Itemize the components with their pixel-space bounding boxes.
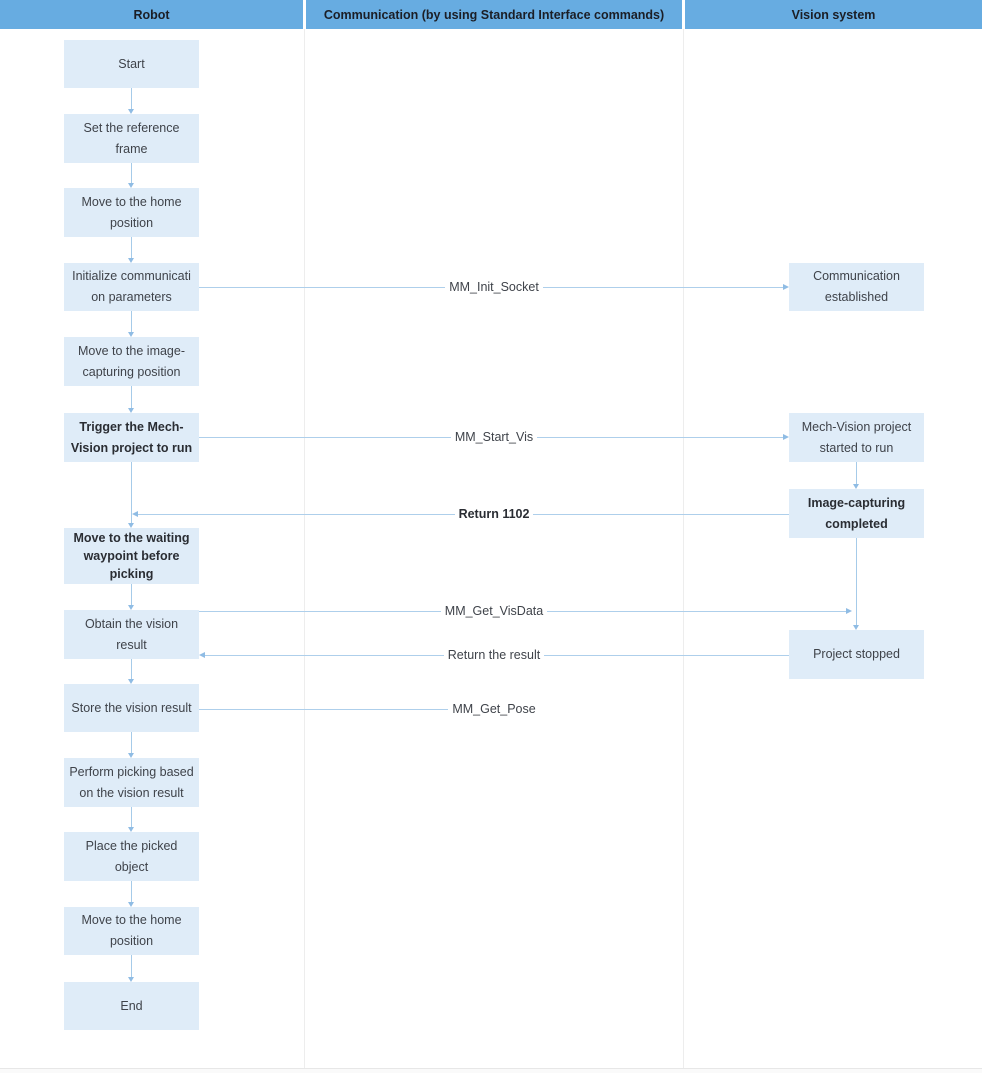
connector-line (131, 163, 132, 183)
connector-line (856, 462, 857, 484)
column-header-communication: Communication (by using Standard Interfa… (306, 0, 682, 29)
message-label-mm-get-pose: MM_Get_Pose (306, 699, 682, 719)
message-label-return-1102: Return 1102 (306, 504, 682, 524)
flow-node-trigger-mech-vision: Trigger the Mech- Vision project to run (64, 413, 199, 462)
arrowhead-right-icon (846, 607, 852, 614)
connector-line (131, 732, 132, 753)
arrowhead-down-icon (128, 332, 134, 337)
flow-node-place-object: Place the picked object (64, 832, 199, 881)
arrowhead-down-icon (128, 258, 134, 263)
flow-node-waiting-waypoint: Move to the waiting waypoint before pick… (64, 528, 199, 584)
flow-node-store-vision-result: Store the vision result (64, 684, 199, 732)
message-label-mm-get-visdata: MM_Get_VisData (306, 601, 682, 621)
message-label-return-the-result: Return the result (306, 645, 682, 665)
connector-line (131, 807, 132, 827)
arrowhead-down-icon (128, 753, 134, 758)
connector-line (856, 538, 857, 625)
lane-divider (304, 29, 305, 1068)
diagram-bottom-margin (0, 1069, 982, 1073)
arrowhead-down-icon (128, 977, 134, 982)
connector-line (131, 955, 132, 977)
arrowhead-down-icon (128, 523, 134, 528)
arrowhead-right-icon (783, 433, 789, 440)
arrowhead-down-icon (128, 408, 134, 413)
connector-line (131, 311, 132, 332)
arrowhead-left-icon (199, 651, 205, 658)
message-text: MM_Get_Pose (448, 699, 540, 719)
message-label-mm-start-vis: MM_Start_Vis (306, 427, 682, 447)
connector-line (131, 386, 132, 408)
diagram-bottom-border (0, 1068, 982, 1069)
connector-line (131, 881, 132, 902)
message-text: Return the result (443, 645, 545, 665)
message-text: MM_Start_Vis (450, 427, 538, 447)
arrowhead-right-icon (783, 283, 789, 290)
arrowhead-down-icon (853, 625, 859, 630)
arrowhead-down-icon (128, 109, 134, 114)
connector-line (131, 584, 132, 605)
arrowhead-down-icon (128, 183, 134, 188)
message-text: MM_Init_Socket (445, 277, 543, 297)
message-text: MM_Get_VisData (440, 601, 548, 621)
arrow-mm-get-pose (199, 709, 463, 710)
flow-node-start: Start (64, 40, 199, 88)
flow-node-project-stopped: Project stopped (789, 630, 924, 679)
arrowhead-left-icon (132, 510, 138, 517)
flow-node-obtain-vision-result: Obtain the vision result (64, 610, 199, 659)
connector-line (131, 659, 132, 679)
connector-line (131, 237, 132, 258)
column-header-robot: Robot (0, 0, 303, 29)
lane-divider (683, 29, 684, 1068)
connector-line (131, 462, 132, 523)
arrowhead-down-icon (128, 902, 134, 907)
flow-node-move-home-1: Move to the home position (64, 188, 199, 237)
arrowhead-down-icon (128, 827, 134, 832)
flow-node-image-capturing-completed: Image-capturing completed (789, 489, 924, 538)
flow-node-init-communication: Initialize communicati on parameters (64, 263, 199, 311)
flow-node-perform-picking: Perform picking based on the vision resu… (64, 758, 199, 807)
arrowhead-down-icon (128, 679, 134, 684)
message-text: Return 1102 (454, 504, 534, 524)
arrowhead-down-icon (853, 484, 859, 489)
flow-node-move-home-2: Move to the home position (64, 907, 199, 955)
flow-node-end: End (64, 982, 199, 1030)
message-label-mm-init-socket: MM_Init_Socket (306, 277, 682, 297)
flow-node-move-image-capturing: Move to the image- capturing position (64, 337, 199, 386)
column-header-vision: Vision system (685, 0, 982, 29)
flow-node-project-started: Mech-Vision project started to run (789, 413, 924, 462)
flow-node-set-reference-frame: Set the reference frame (64, 114, 199, 163)
flow-node-communication-established: Communication established (789, 263, 924, 311)
arrowhead-down-icon (128, 605, 134, 610)
connector-line (131, 88, 132, 109)
